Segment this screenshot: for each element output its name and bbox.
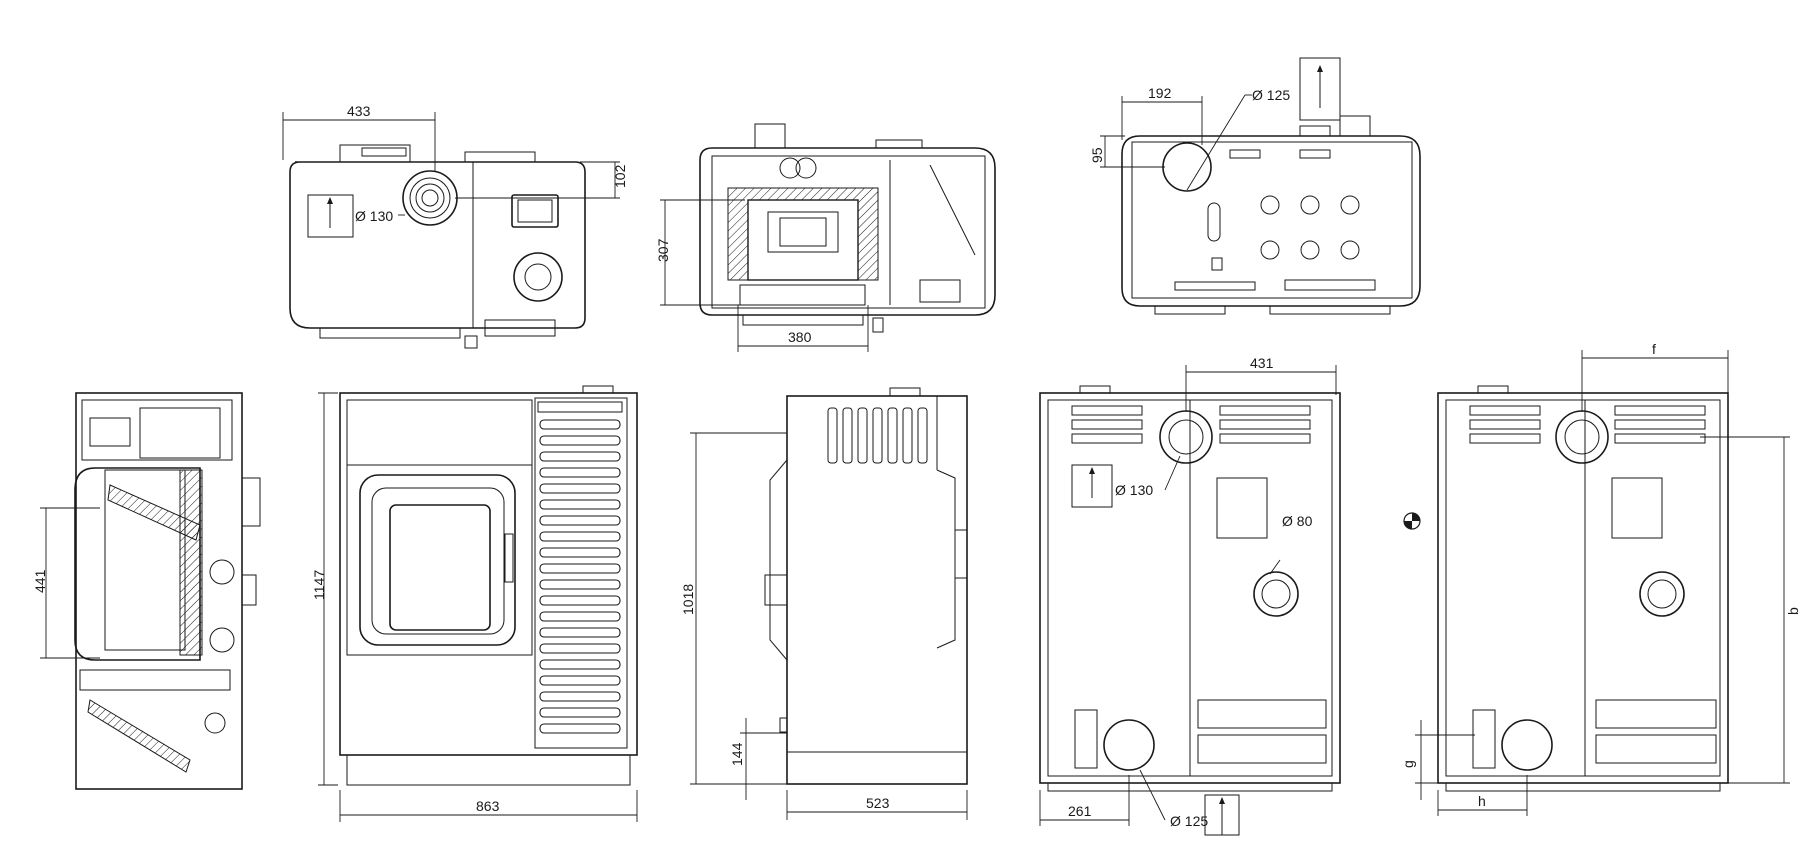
dim-431: 431 [1250,355,1274,371]
dim-144: 144 [729,742,745,766]
dim-diameter-125-rear: Ø 125 [1170,813,1208,829]
dim-95: 95 [1089,147,1105,163]
dim-261: 261 [1068,803,1092,819]
rear-view-dimensioned: 431 Ø 130 Ø 80 261 Ø 125 [1039,355,1421,836]
dim-523: 523 [866,795,890,811]
dim-102: 102 [612,164,628,188]
dim-f: f [1652,341,1656,357]
dim-433: 433 [347,103,371,119]
dim-1147: 1147 [311,570,327,600]
front-side-grille [539,419,621,734]
top-view-plan: 433 Ø 130 102 [282,103,628,349]
dim-1018: 1018 [680,584,696,615]
dim-441: 441 [32,569,48,593]
dim-diameter-130-rear: Ø 130 [1115,482,1153,498]
dim-b: b [1785,607,1801,615]
dim-diameter-130-top: Ø 130 [355,208,393,224]
dim-307: 307 [655,238,671,262]
dim-h: h [1478,793,1486,809]
dim-diameter-80: Ø 80 [1282,513,1313,529]
side-section-view: 441 [32,392,261,790]
horizontal-section-view: 307 380 [655,123,996,352]
dim-g: g [1400,760,1416,768]
dim-380: 380 [788,329,812,345]
front-view: 1147 863 [311,385,638,822]
side-view: 1018 144 523 [680,387,968,820]
dim-863: 863 [476,798,500,814]
rear-view-variable: f b g h [1400,341,1801,816]
bottom-view: 192 Ø 125 95 [1089,57,1421,315]
center-of-gravity-icon [1403,512,1421,530]
dim-diameter-125-top: Ø 125 [1252,87,1290,103]
dim-192: 192 [1148,85,1172,101]
